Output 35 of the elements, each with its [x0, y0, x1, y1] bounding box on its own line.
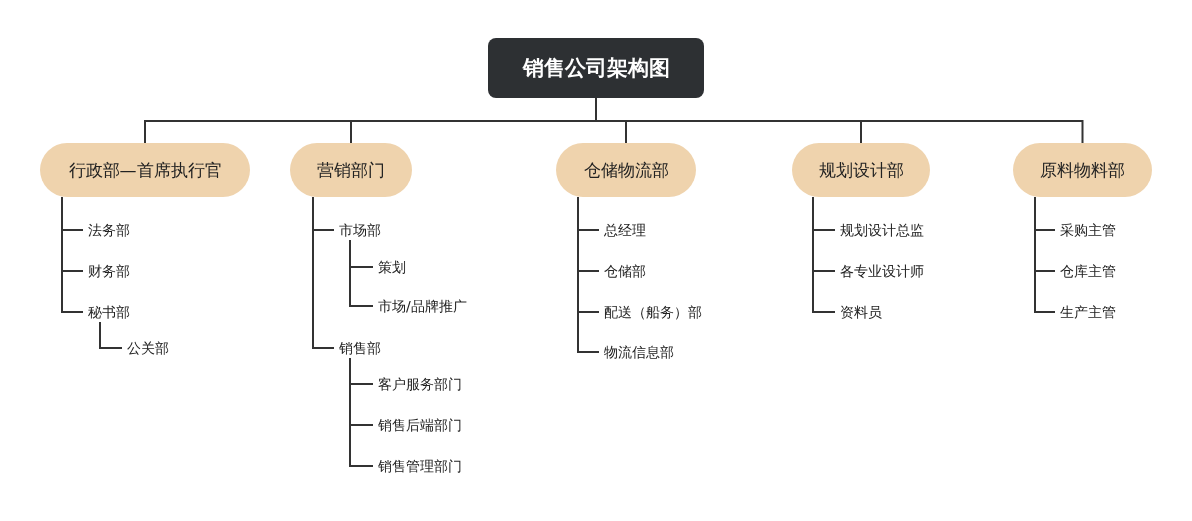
connector-line: [812, 196, 836, 313]
connector-line: [61, 196, 84, 313]
department-label: 物流信息部: [604, 342, 674, 362]
department-label: 各专业设计师: [840, 261, 924, 281]
connector-line: [99, 321, 123, 349]
department-label: 客户服务部门: [378, 374, 462, 394]
department-label: 策划: [378, 257, 406, 277]
department-label: 市场部: [339, 220, 381, 240]
title-box: 销售公司架构图: [488, 38, 704, 98]
department-pill: 规划设计部: [792, 143, 930, 197]
department-label: 公关部: [127, 338, 169, 358]
department-label: 销售后端部门: [378, 415, 462, 435]
department-pill: 原料物料部: [1013, 143, 1152, 197]
department-label: 生产主管: [1060, 302, 1116, 322]
connector-line: [349, 357, 374, 467]
department-label: 总经理: [604, 220, 646, 240]
department-label: 资料员: [840, 302, 882, 322]
department-label: 仓储部: [604, 261, 646, 281]
department-label: 配送（船务）部: [604, 302, 702, 322]
department-label: 法务部: [88, 220, 130, 240]
department-label: 财务部: [88, 261, 130, 281]
department-label: 销售管理部门: [378, 456, 462, 476]
department-label: 市场/品牌推广: [378, 296, 467, 316]
department-label: 规划设计总监: [840, 220, 924, 240]
department-pill: 营销部门: [290, 143, 412, 197]
department-label: 仓库主管: [1060, 261, 1116, 281]
department-pill: 仓储物流部: [556, 143, 696, 197]
department-label: 销售部: [339, 338, 381, 358]
connector-line: [349, 239, 374, 307]
connector-line: [312, 196, 335, 349]
department-label: 采购主管: [1060, 220, 1116, 240]
connector-line: [1034, 196, 1056, 313]
connector-line: [577, 196, 600, 353]
department-label: 秘书部: [88, 302, 130, 322]
department-pill: 行政部—首席执行官: [40, 143, 250, 197]
